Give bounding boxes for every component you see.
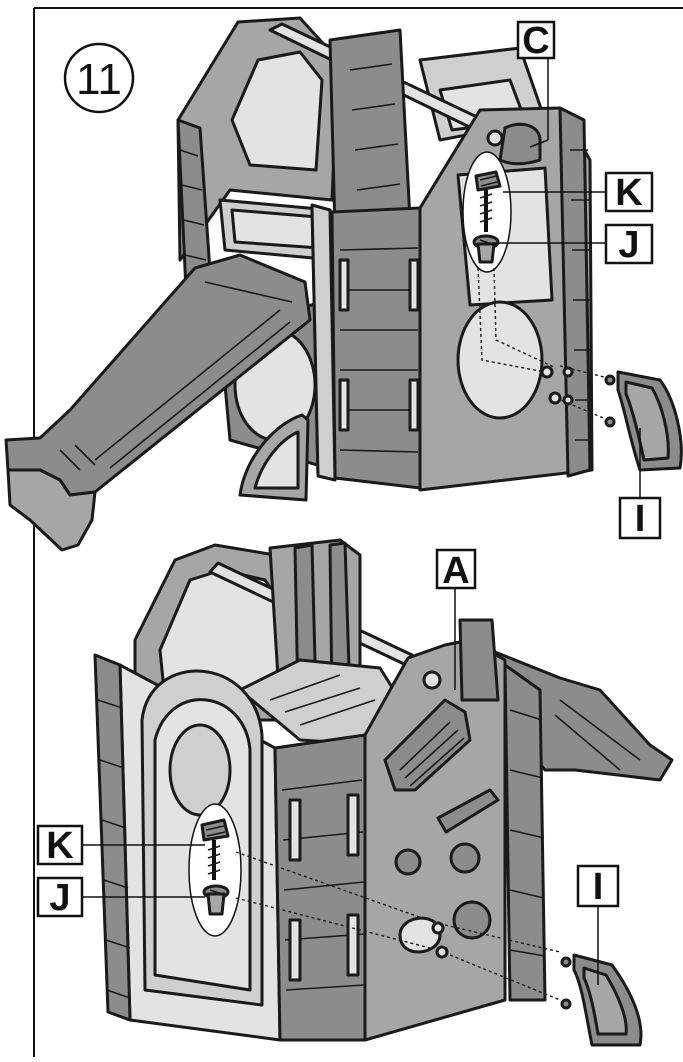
label-k-bottom: K <box>36 824 84 867</box>
bottom-shield-i-icon <box>560 953 643 1047</box>
top-wall-c <box>418 106 594 492</box>
svg-text:K: K <box>615 172 643 214</box>
top-slide <box>4 253 312 552</box>
page-frame <box>33 7 683 1057</box>
label-a: A <box>435 548 477 592</box>
svg-text:J: J <box>618 224 639 266</box>
svg-text:I: I <box>635 498 646 540</box>
bottom-screw-k-icon <box>200 818 230 880</box>
svg-text:J: J <box>49 877 70 919</box>
top-screw-k-icon <box>474 170 502 232</box>
label-k-top: K <box>604 171 654 214</box>
bottom-playset-illustration <box>80 538 674 1047</box>
svg-text:I: I <box>593 866 604 908</box>
top-nut-j-icon <box>472 234 500 264</box>
top-shield-i-icon <box>604 370 683 472</box>
label-c: C <box>516 20 556 62</box>
label-i-bottom: I <box>576 864 620 908</box>
top-playset-illustration <box>4 16 683 552</box>
step-number: 11 <box>76 55 122 104</box>
svg-text:C: C <box>522 20 549 62</box>
svg-text:K: K <box>46 825 74 867</box>
label-i-top: I <box>618 496 662 540</box>
svg-text:A: A <box>442 550 469 592</box>
step-number-badge: 11 <box>63 42 135 114</box>
label-j-bottom: J <box>36 876 84 919</box>
label-j-top: J <box>604 223 654 266</box>
bottom-nut-j-icon <box>202 884 230 916</box>
